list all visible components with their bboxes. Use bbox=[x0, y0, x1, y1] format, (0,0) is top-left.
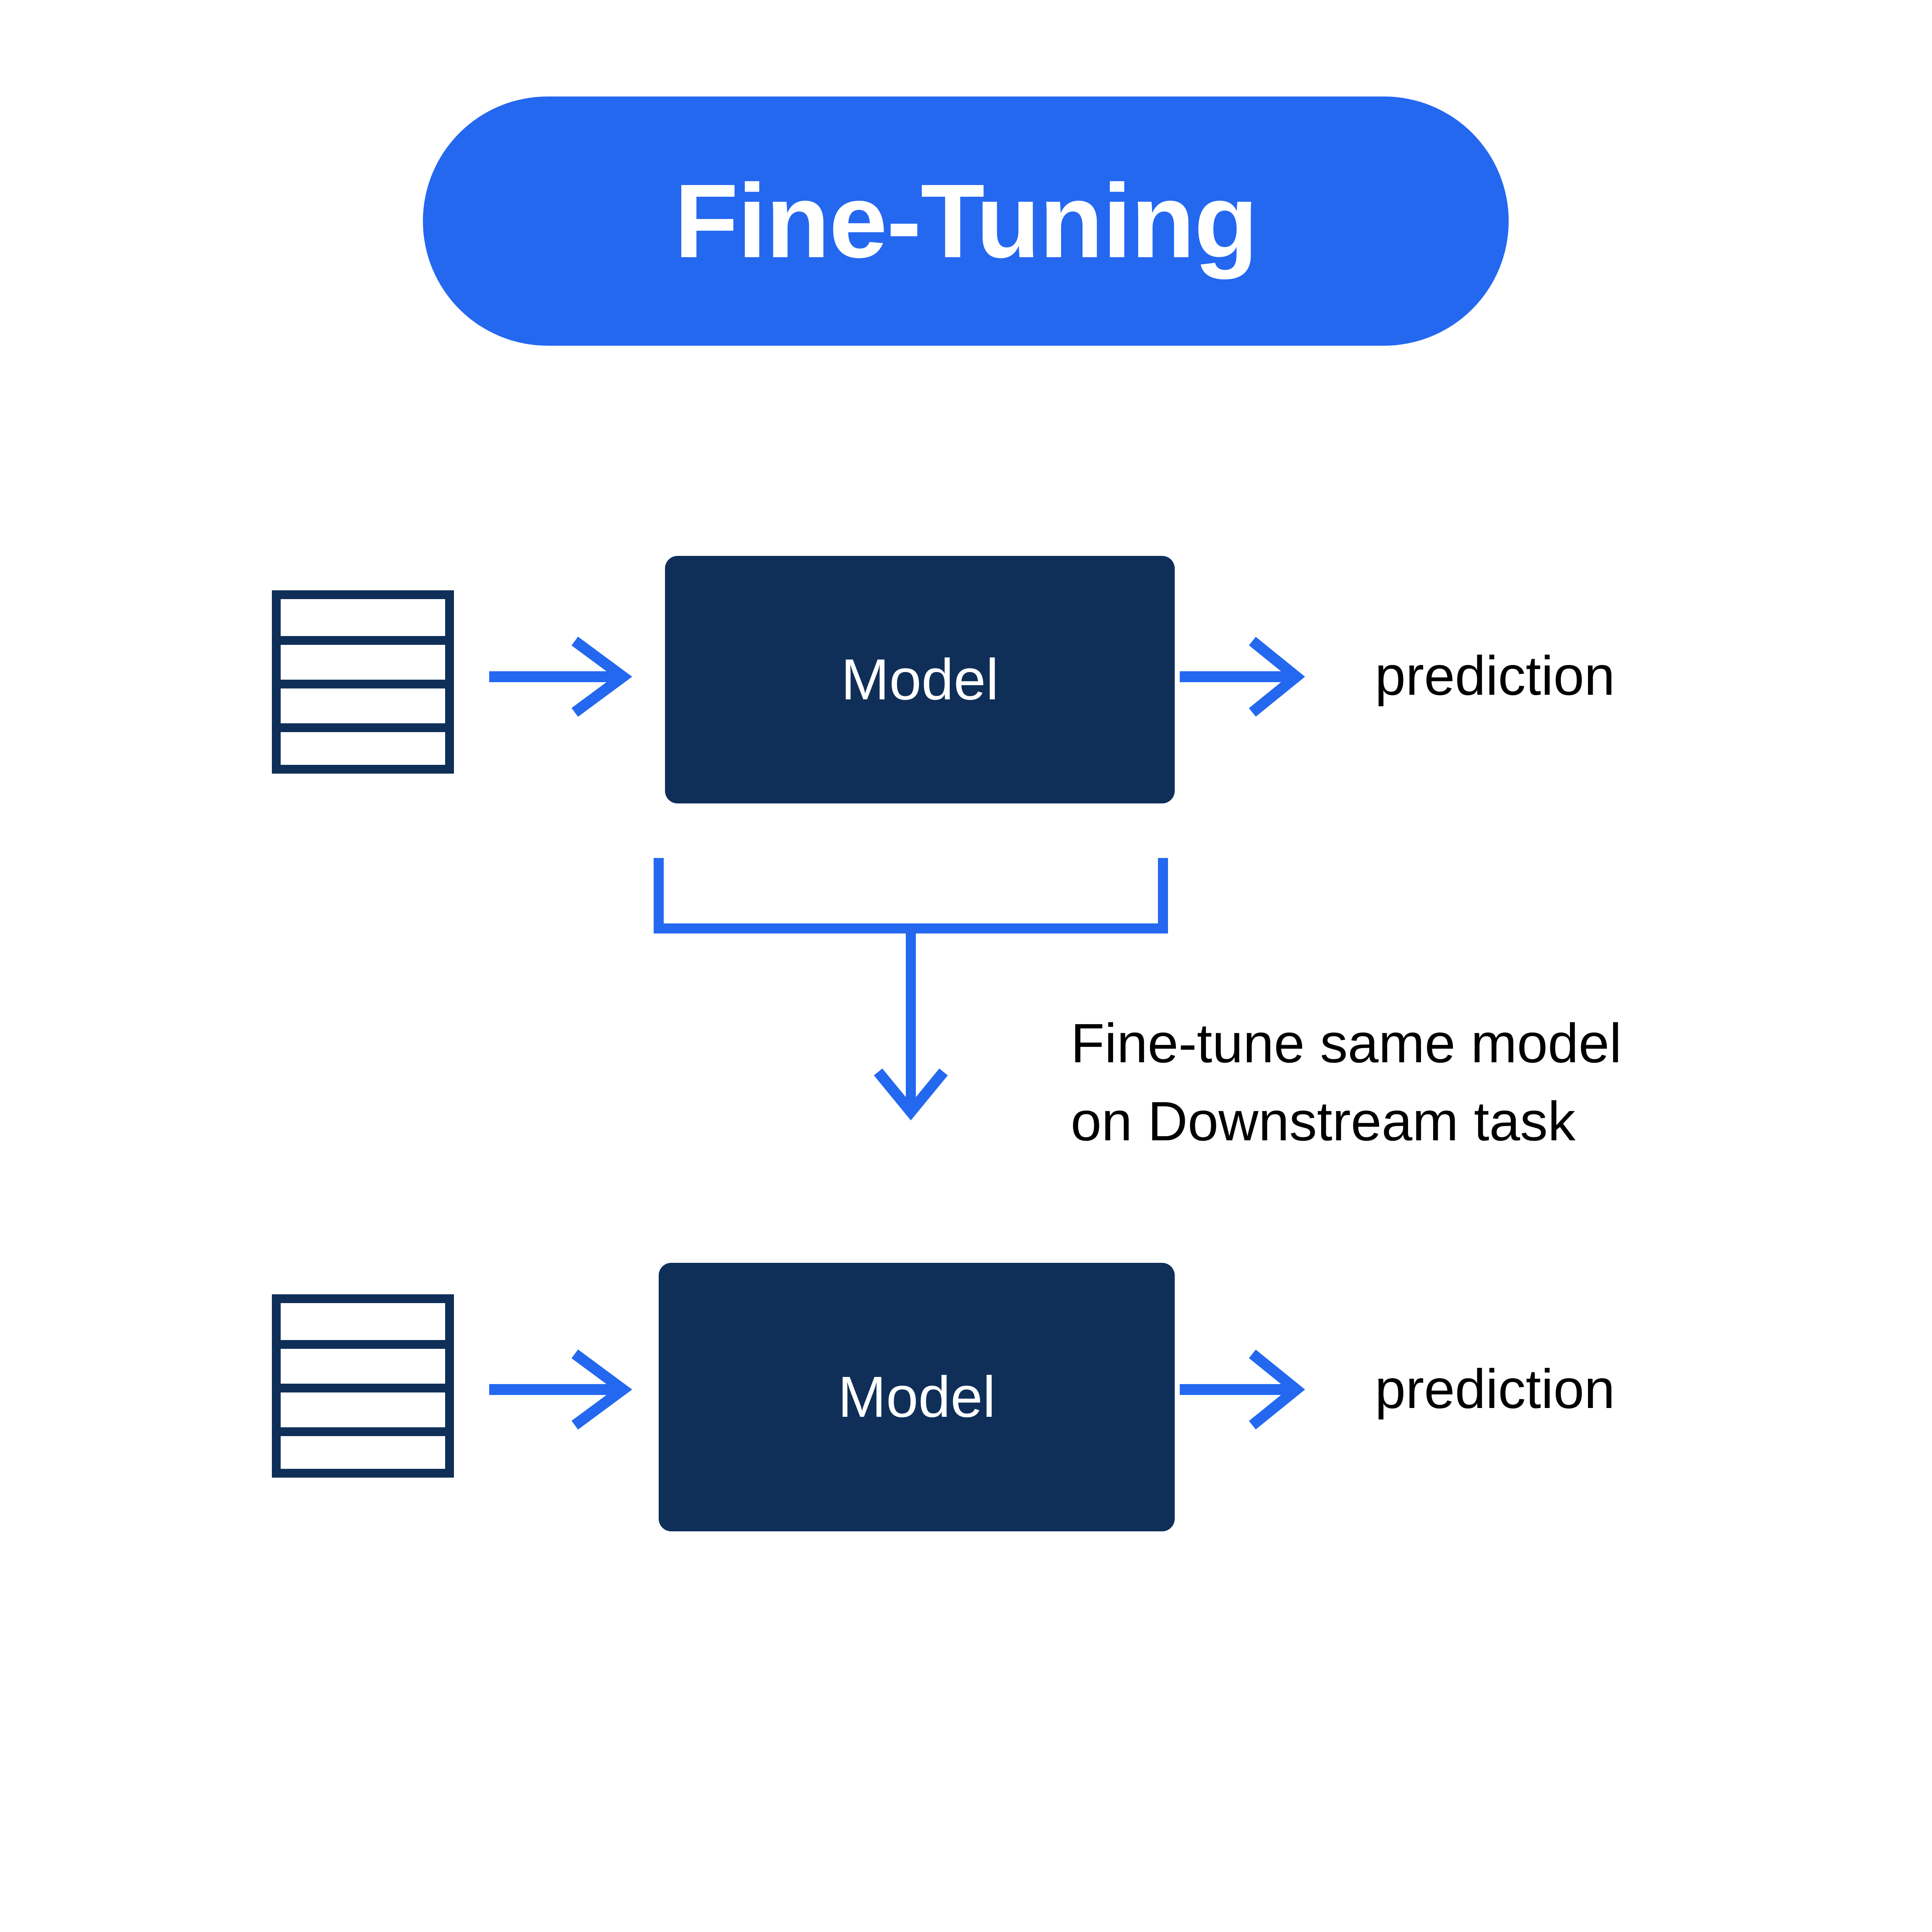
model-box-pretraining: Model bbox=[665, 556, 1175, 803]
bracket-down-icon bbox=[654, 858, 1168, 933]
table-divider bbox=[281, 636, 445, 645]
table-divider bbox=[281, 1384, 445, 1392]
page-title: Fine-Tuning bbox=[674, 162, 1258, 279]
arrow-right-icon-bottom-input bbox=[489, 1349, 632, 1430]
diagram-title-pill: Fine-Tuning bbox=[423, 96, 1509, 346]
arrow-right-icon-top-output bbox=[1180, 636, 1305, 717]
model-box-downstream: Model bbox=[659, 1263, 1175, 1531]
arrow-right-icon-top-input bbox=[489, 636, 632, 717]
prediction-label-bottom: prediction bbox=[1375, 1358, 1615, 1420]
prediction-label-top: prediction bbox=[1375, 645, 1615, 707]
table-divider bbox=[281, 680, 445, 688]
dataset-table-icon-bottom bbox=[272, 1294, 454, 1478]
model-box-label: Model bbox=[838, 1365, 996, 1429]
fine-tune-note-line-2: on Downstream task bbox=[1071, 1090, 1576, 1152]
dataset-table-icon-top bbox=[272, 590, 454, 774]
table-divider bbox=[281, 1340, 445, 1349]
arrow-right-icon-bottom-output bbox=[1180, 1349, 1305, 1430]
fine-tune-note-line-1: Fine-tune same model bbox=[1071, 1012, 1622, 1074]
table-divider bbox=[281, 1427, 445, 1436]
model-box-label: Model bbox=[841, 647, 999, 712]
table-divider bbox=[281, 723, 445, 732]
arrow-down-icon bbox=[873, 928, 948, 1121]
